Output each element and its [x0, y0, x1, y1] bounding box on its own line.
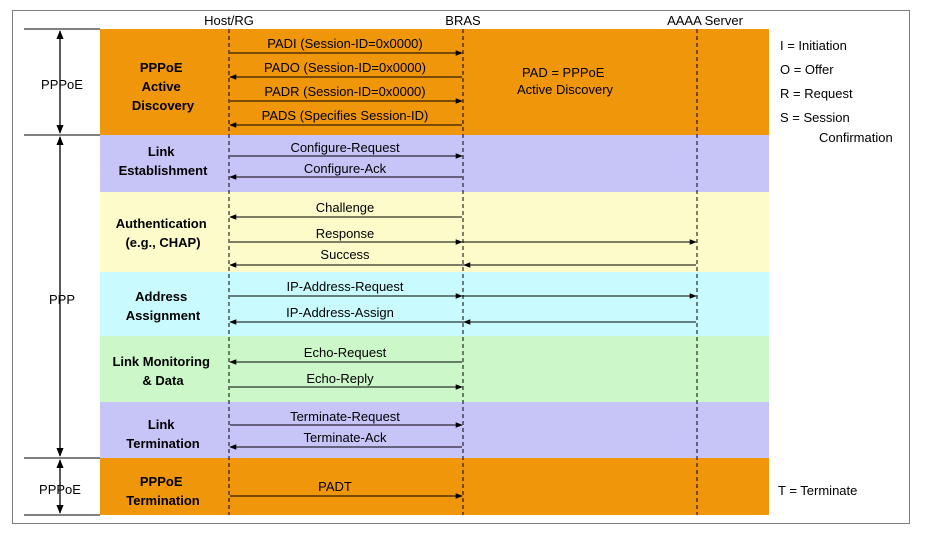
legend-initiation: I = Initiation [780, 38, 847, 53]
band-pppoe-discovery [100, 29, 769, 135]
message-label-ip-address-request: IP-Address-Request [286, 279, 403, 294]
header-host: Host/RG [204, 13, 254, 28]
legend-terminate: T = Terminate [778, 483, 857, 498]
message-label-pado: PADO (Session-ID=0x0000) [264, 60, 426, 75]
legend-session: S = Session [780, 110, 850, 125]
band-link-monitoring [100, 336, 769, 402]
stage-label-authentication: Authentication (e.g., CHAP) [116, 216, 211, 250]
band-authentication [100, 192, 769, 272]
stage-label-pppoe-discovery: PPPoE Active Discovery [132, 60, 195, 113]
stage-label-pppoe-termination: PPPoE Termination [126, 474, 199, 508]
message-label-ip-address-assign: IP-Address-Assign [286, 305, 394, 320]
pad-note: PAD = PPPoE Active Discovery [517, 65, 614, 97]
legend-confirmation: Confirmation [819, 130, 893, 145]
message-label-padi: PADI (Session-ID=0x0000) [267, 36, 422, 51]
stage-label-address-assignment: Address Assignment [126, 289, 201, 323]
band-link-termination [100, 402, 769, 458]
stage-label-link-termination: Link Termination [126, 417, 199, 451]
message-label-echo-reply: Echo-Reply [306, 371, 374, 386]
band-link-establishment [100, 135, 769, 192]
message-label-challenge: Challenge [316, 200, 375, 215]
message-label-pads: PADS (Specifies Session-ID) [262, 108, 429, 123]
side-label-pppoe-top: PPPoE [41, 77, 83, 92]
legend-offer: O = Offer [780, 62, 834, 77]
band-address-assignment [100, 272, 769, 336]
side-label-ppp: PPP [49, 292, 75, 307]
header-aaa: AAAA Server [667, 13, 744, 28]
header-bras: BRAS [445, 13, 481, 28]
message-label-padt: PADT [318, 479, 352, 494]
side-label-pppoe-bottom: PPPoE [39, 482, 81, 497]
message-label-echo-request: Echo-Request [304, 345, 387, 360]
legend-request: R = Request [780, 86, 853, 101]
message-label-terminate-request: Terminate-Request [290, 409, 400, 424]
message-label-padr: PADR (Session-ID=0x0000) [264, 84, 425, 99]
message-label-configure-ack: Configure-Ack [304, 161, 387, 176]
message-label-configure-request: Configure-Request [290, 140, 400, 155]
stage-label-link-monitoring: Link Monitoring & Data [112, 354, 213, 388]
message-label-success: Success [320, 247, 370, 262]
message-label-terminate-ack: Terminate-Ack [303, 430, 387, 445]
band-pppoe-termination [100, 458, 769, 515]
stage-label-link-establishment: Link Establishment [119, 144, 209, 178]
message-label-response: Response [316, 226, 375, 241]
